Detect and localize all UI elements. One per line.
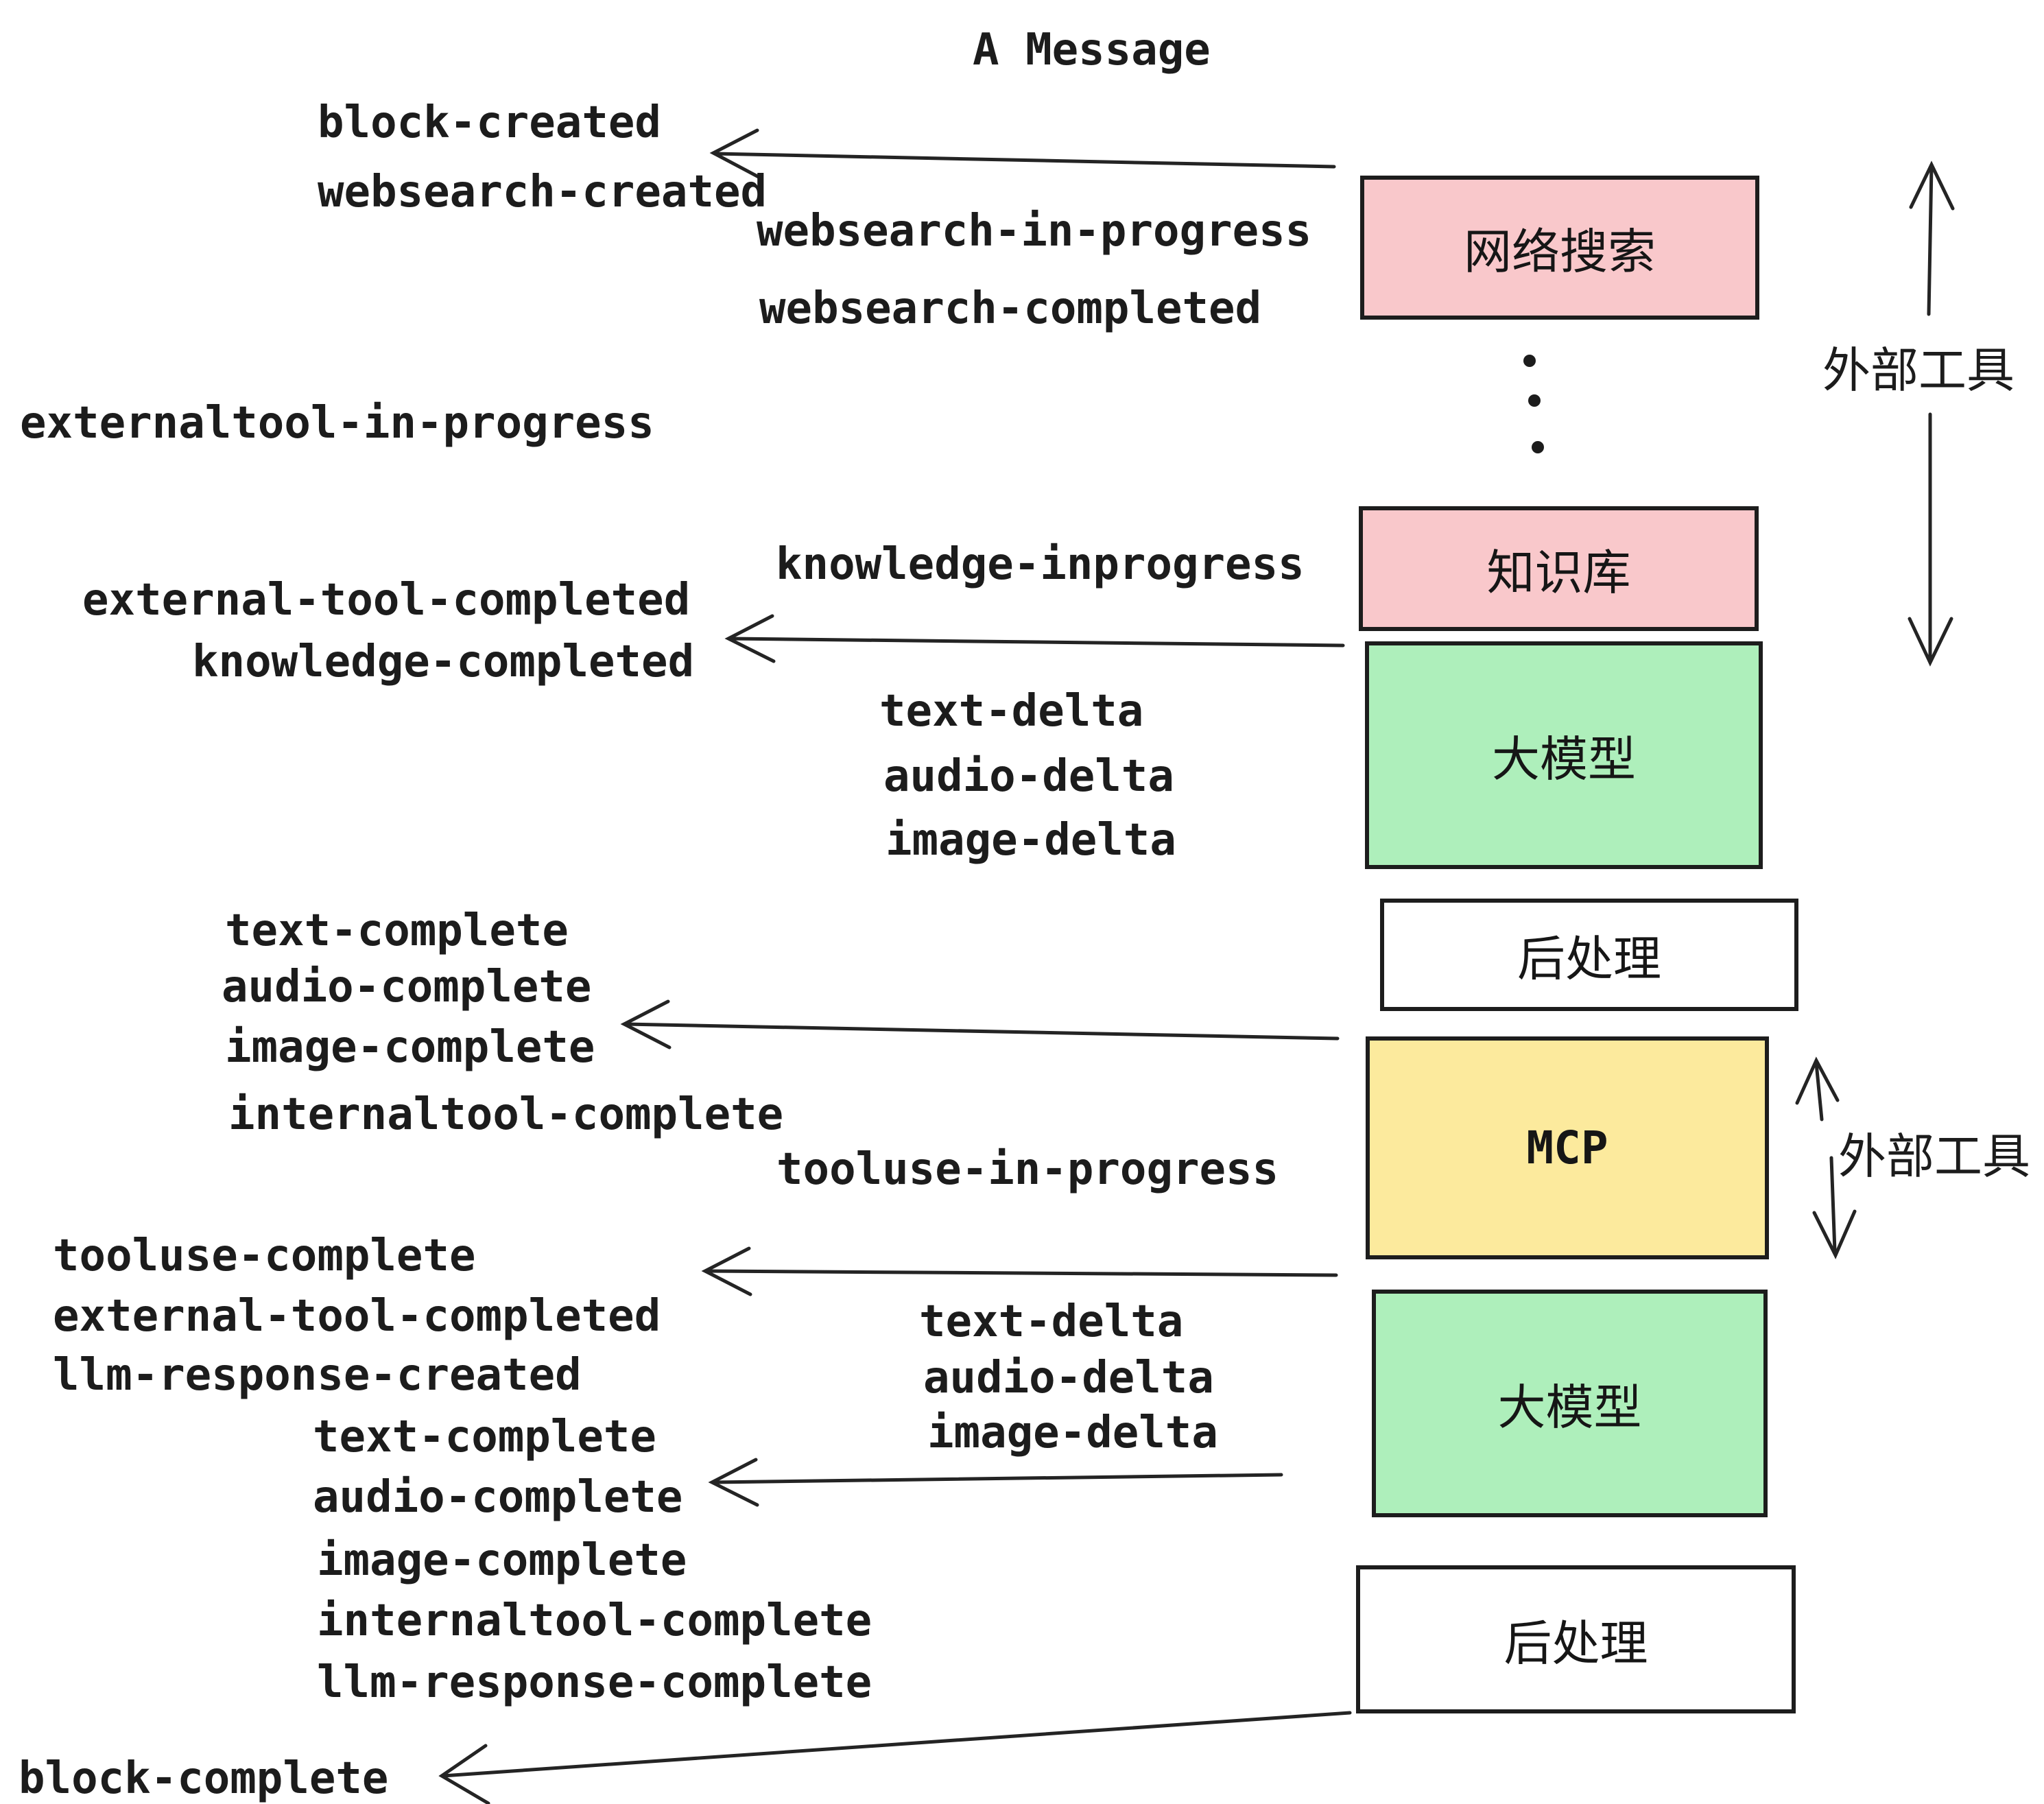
event-internaltool-complete-1: internaltool-complete <box>228 1089 784 1140</box>
event-external-tool-completed-2: external-tool-completed <box>53 1291 661 1342</box>
arrow-image-complete <box>620 999 1340 1049</box>
ellipsis-dots-icon <box>1523 355 1544 453</box>
event-image-complete-1: image-complete <box>225 1022 595 1073</box>
box-llm-2-label: 大模型 <box>1497 1379 1642 1436</box>
external-tool-label-top: 外部工具 <box>1822 342 2015 399</box>
arrow-block-created <box>709 128 1336 179</box>
box-knowledge: 知识库 <box>1359 506 1759 631</box>
event-externaltool-in-progress: externaltool-in-progress <box>20 398 654 449</box>
box-knowledge-label: 知识库 <box>1486 544 1631 601</box>
box-postprocess-2-label: 后处理 <box>1504 1615 1648 1672</box>
box-websearch: 网络搜索 <box>1360 176 1759 320</box>
event-audio-delta-2: audio-delta <box>923 1353 1214 1403</box>
event-image-delta-2: image-delta <box>927 1408 1218 1458</box>
box-llm-2: 大模型 <box>1372 1290 1768 1517</box>
event-text-complete-1: text-complete <box>225 905 569 956</box>
arrow-tooluse-complete <box>701 1246 1338 1296</box>
event-external-tool-completed: external-tool-completed <box>82 575 691 626</box>
event-block-created: block-created <box>318 97 661 148</box>
event-llm-response-complete: llm-response-complete <box>317 1657 872 1708</box>
event-image-delta-1: image-delta <box>886 815 1176 866</box>
diagram-title: A Message <box>973 25 1211 75</box>
arrow-audio-complete <box>708 1458 1283 1507</box>
event-tooluse-complete: tooluse-complete <box>53 1231 476 1281</box>
external-tool-label-mcp: 外部工具 <box>1838 1128 2030 1185</box>
event-audio-complete-2: audio-complete <box>313 1472 683 1523</box>
event-text-complete-2: text-complete <box>313 1412 656 1462</box>
box-websearch-label: 网络搜索 <box>1464 223 1656 280</box>
event-websearch-completed: websearch-completed <box>759 283 1262 334</box>
event-websearch-created: websearch-created <box>318 167 768 217</box>
box-postprocess-1-label: 后处理 <box>1517 930 1661 987</box>
external-tool-down-arrow <box>1908 412 1953 667</box>
event-tooluse-in-progress: tooluse-in-progress <box>776 1144 1279 1195</box>
box-llm-1-label: 大模型 <box>1492 731 1636 787</box>
arrow-knowledge-completed <box>724 614 1345 663</box>
event-audio-complete-1: audio-complete <box>222 962 592 1012</box>
event-audio-delta-1: audio-delta <box>883 751 1174 802</box>
mcp-external-tool-up-arrow <box>1795 1056 1840 1121</box>
event-llm-response-created: llm-response-created <box>53 1350 582 1401</box>
event-text-delta-1: text-delta <box>879 686 1144 737</box>
event-internaltool-complete-2: internaltool-complete <box>317 1595 872 1646</box>
box-mcp-label: MCP <box>1526 1121 1608 1174</box>
box-postprocess-1: 后处理 <box>1380 899 1798 1011</box>
external-tool-up-arrow <box>1909 161 1955 316</box>
arrow-block-complete <box>438 1711 1352 1804</box>
event-block-complete: block-complete <box>19 1753 389 1804</box>
event-websearch-in-progress: websearch-in-progress <box>757 206 1312 257</box>
event-text-delta-2: text-delta <box>919 1296 1184 1347</box>
box-mcp: MCP <box>1366 1036 1769 1259</box>
mcp-external-tool-down-arrow <box>1812 1156 1857 1259</box>
event-knowledge-inprogress: knowledge-inprogress <box>776 539 1305 590</box>
event-image-complete-2: image-complete <box>317 1535 687 1586</box>
event-knowledge-completed: knowledge-completed <box>192 637 695 687</box>
box-postprocess-2: 后处理 <box>1356 1565 1796 1713</box>
box-llm-1: 大模型 <box>1365 641 1763 869</box>
